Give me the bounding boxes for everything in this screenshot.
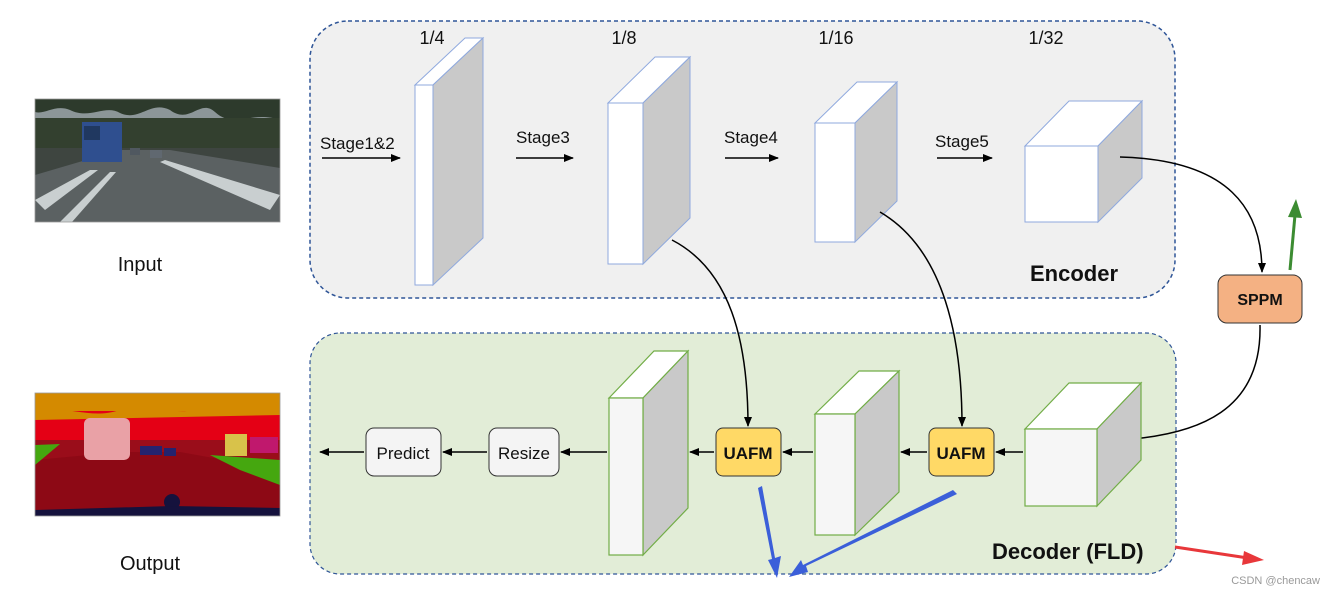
- scale-label-1-16: 1/16: [818, 28, 853, 48]
- stage-label-3: Stage4: [724, 128, 778, 147]
- stage-label-1: Stage1&2: [320, 134, 395, 153]
- skip-connection-1-16: [879, 211, 966, 427]
- annotation-arrow-blue-2: [789, 490, 957, 577]
- connector-sppm-to-decoder: [1119, 324, 1261, 444]
- output-caption: Output: [120, 553, 180, 575]
- uafm-label-left: UAFM: [723, 444, 772, 463]
- encoder-block-1-4: [413, 36, 485, 287]
- sppm-box: [1217, 274, 1303, 324]
- decoder-block-middle: [813, 369, 901, 537]
- uafm-box-right: [928, 427, 995, 477]
- uafm-box-left: [715, 427, 782, 477]
- sppm-label: SPPM: [1237, 292, 1282, 309]
- decoder-title: Decoder (FLD): [992, 539, 1144, 564]
- predict-label: Predict: [377, 444, 430, 463]
- encoder-title: Encoder: [1030, 261, 1118, 286]
- stage-label-4: Stage5: [935, 132, 989, 151]
- uafm-label-right: UAFM: [936, 444, 985, 463]
- input-image: [35, 99, 280, 222]
- watermark: CSDN @chencaw: [1231, 575, 1320, 587]
- encoder-block-1-8: [606, 55, 692, 266]
- predict-box: [365, 427, 442, 477]
- output-image: [35, 393, 280, 516]
- resize-box: [488, 427, 560, 477]
- decoder-block-cube: [1023, 381, 1143, 508]
- input-caption: Input: [118, 254, 163, 276]
- annotation-arrow-blue-1: [758, 486, 781, 578]
- scale-label-1-32: 1/32: [1028, 28, 1063, 48]
- decoder-block-large: [607, 349, 690, 557]
- resize-label: Resize: [498, 444, 550, 463]
- connector-encoder-to-sppm: [1119, 156, 1266, 273]
- stage-label-2: Stage3: [516, 128, 570, 147]
- encoder-panel: [309, 20, 1176, 299]
- scale-label-1-4: 1/4: [419, 28, 444, 48]
- encoder-block-1-32: [1023, 99, 1144, 224]
- annotation-arrow-green: [1288, 214, 1297, 271]
- input-image-frame: [34, 98, 281, 223]
- encoder-block-1-16: [813, 80, 899, 244]
- skip-connection-1-8: [671, 239, 752, 427]
- output-image-frame: [34, 392, 281, 517]
- scale-label-1-8: 1/8: [611, 28, 636, 48]
- annotation-arrow-red: [1174, 545, 1249, 560]
